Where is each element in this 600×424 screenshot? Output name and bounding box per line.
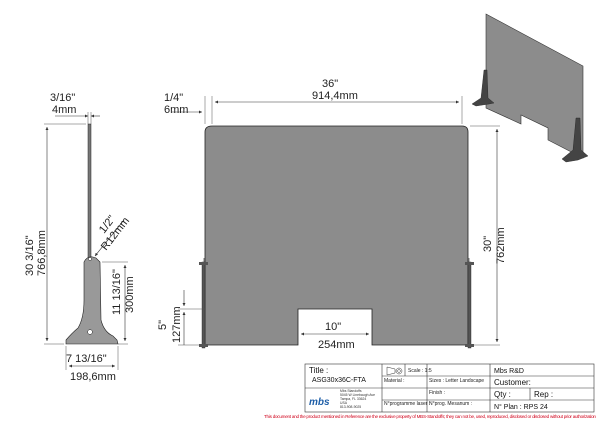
isometric-view <box>471 13 589 163</box>
address-line-1: 5045 W Linebaugh Ave <box>340 393 375 397</box>
iso-foot-right <box>561 117 589 163</box>
iso-panel <box>485 13 584 159</box>
front-cutout-width-mm: 254mm <box>318 339 355 351</box>
side-thickness-mm: 4mm <box>52 104 76 116</box>
front-cutout-height-in: 5" <box>157 320 169 330</box>
material-label: Material : <box>384 378 405 384</box>
customer-label: Customer: <box>494 378 531 387</box>
side-foot <box>65 256 119 345</box>
side-height-in: 30 3/16" <box>24 235 36 276</box>
footer-notice: This document and the product mentioned … <box>264 414 596 419</box>
rd-label: Mbs R&D <box>494 368 524 375</box>
plan-number: N° Plan : RPS 24 <box>494 403 548 411</box>
projection-symbol-icon <box>386 366 403 376</box>
company-name: Mbs Standoffs <box>340 389 362 393</box>
side-foot-width-mm: 198,6mm <box>70 371 116 383</box>
finish-label: Finish : <box>429 390 445 396</box>
prog-mesanum-label: N°prog. Mesanum : <box>429 401 472 407</box>
address-line-3: USA <box>340 401 348 405</box>
front-width-mm: 914,4mm <box>312 90 358 102</box>
front-height-mm: 762mm <box>495 227 507 264</box>
front-cutout-height-mm: 127mm <box>171 306 183 343</box>
title-block: Title : ASG30x36C-FTA mbs Mbs Standoffs … <box>304 363 595 413</box>
title-label: Title : <box>309 366 328 375</box>
program-label: N°programme laser : <box>384 401 430 407</box>
rep-label: Rep : <box>534 390 553 399</box>
iso-foot-left <box>471 69 495 107</box>
front-width-in: 36" <box>322 78 338 90</box>
side-foot-hole <box>87 329 93 335</box>
front-view: 1/4" 6mm 36" 914,4mm 30" 762mm 5" 127mm … <box>157 78 507 351</box>
scale-value: Scale : 1:5 <box>408 368 432 374</box>
side-thickness-in: 3/16" <box>50 92 75 104</box>
address-line-4: 813-908-9025 <box>340 405 361 409</box>
side-foot-height-mm: 300mm <box>124 276 136 313</box>
title-value: ASG30x36C-FTA <box>312 377 366 384</box>
qty-label: Qty : <box>494 390 511 399</box>
sizes-value: Sizes : Letter Landscape <box>429 378 484 384</box>
address-line-2: Tampa, FL 33624 <box>340 397 366 401</box>
side-foot-screw <box>88 257 92 261</box>
front-foot-left <box>199 258 208 349</box>
front-offset-mm: 6mm <box>164 104 188 116</box>
front-offset-in: 1/4" <box>164 92 183 104</box>
front-panel <box>204 125 469 346</box>
side-height-mm: 766,8mm <box>36 230 48 276</box>
side-foot-height-in: 11 13/16" <box>111 269 123 315</box>
company-logo: mbs <box>309 397 330 408</box>
front-cutout-width-in: 10" <box>325 321 341 333</box>
side-view: 3/16" 4mm 30 3/16" 766,8mm 1/2" R12mm 11… <box>24 92 136 383</box>
side-foot-width-in: 7 13/16" <box>66 353 107 365</box>
front-foot-right <box>465 258 474 349</box>
front-height-in: 30" <box>482 236 494 252</box>
